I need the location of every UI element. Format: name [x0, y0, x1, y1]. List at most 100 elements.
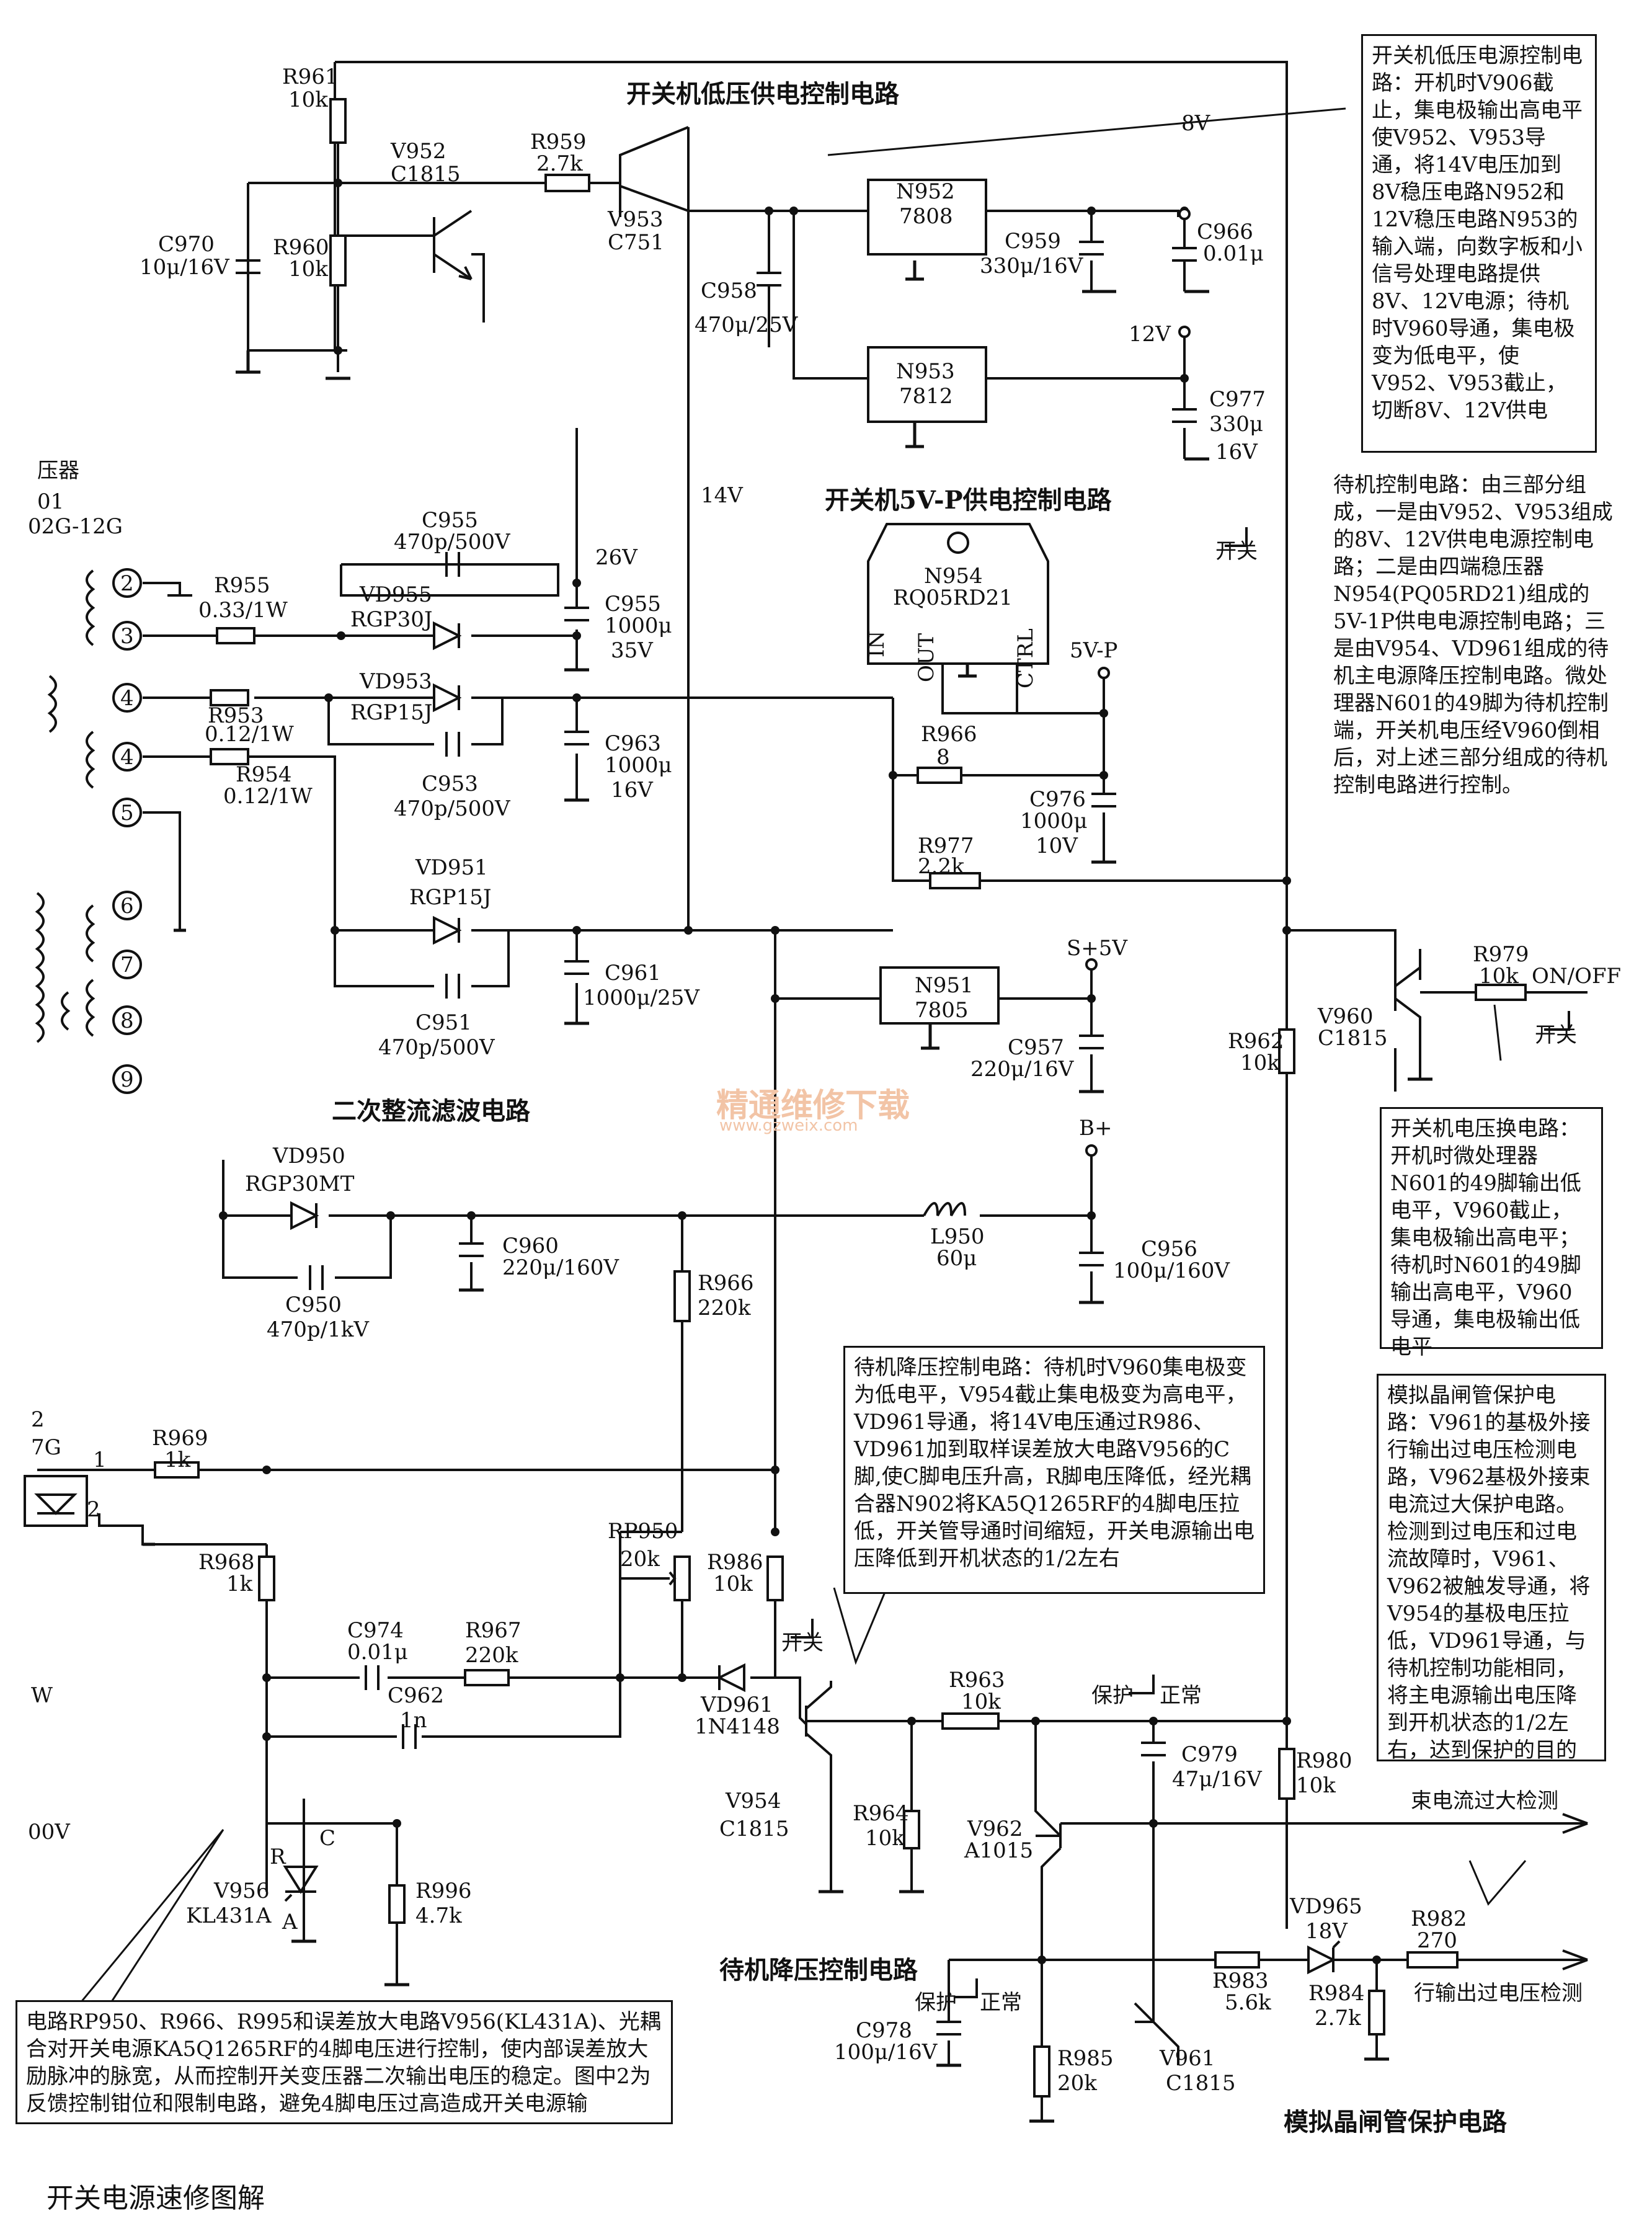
- label-left-d: 00V: [28, 1820, 71, 1844]
- label-v5p: 5V-P: [1070, 638, 1117, 663]
- terminals: [1085, 208, 1191, 1157]
- pin-number: 7: [120, 953, 134, 977]
- capacitor-c966: [1172, 247, 1197, 262]
- capacitor-c957: [1079, 1035, 1104, 1049]
- label-C959v: 330μ/16V: [980, 254, 1084, 278]
- diode-vd950: [290, 1201, 319, 1230]
- resistor-r954: [210, 748, 249, 765]
- resistor-r977: [929, 872, 981, 889]
- label-C978: C978: [856, 2018, 912, 2043]
- regulator-n952: [867, 179, 987, 256]
- label-C957: C957: [1008, 1035, 1064, 1060]
- capacitor-c978: [936, 2021, 961, 2036]
- capacitor-c950: [309, 1265, 324, 1290]
- resistor-r967: [464, 1669, 510, 1686]
- label-VD955t: RGP30J: [350, 607, 433, 632]
- label-C961v: 1000μ/25V: [583, 986, 700, 1010]
- pin-number: 9: [120, 1067, 134, 1092]
- label-R959v: 2.7k: [536, 151, 583, 176]
- resistor-r963: [941, 1712, 1000, 1730]
- resistor-r980: [1278, 1748, 1295, 1800]
- label-N954: N954: [924, 564, 983, 589]
- pin-number: 5: [120, 801, 134, 825]
- resistor-r968: [258, 1555, 275, 1601]
- label-V952t: C1815: [391, 162, 461, 187]
- label-V960: V960: [1317, 1004, 1373, 1029]
- pin-number: 4: [120, 686, 134, 711]
- label-zhengchang-1: 正常: [1160, 1683, 1202, 1708]
- note-bottom-left: 电路RP950、R966、R995和误差放大电路V956(KL431A)、光耦合…: [16, 2000, 673, 2124]
- footer-caption: 开关电源速修图解: [47, 2183, 265, 2214]
- label-R979: R979: [1473, 942, 1529, 967]
- capacitor-c955b: [564, 607, 589, 621]
- pin-number: 4: [120, 745, 134, 770]
- label-R967v: 220k: [465, 1643, 518, 1668]
- note-low-voltage: 开关机低压电源控制电路：开机时V906截止，集电极输出高电平使V952、V953…: [1361, 34, 1597, 453]
- label-V954t: C1815: [719, 1817, 789, 1841]
- label-R985: R985: [1057, 2046, 1114, 2071]
- label-R980v: 10k: [1296, 1773, 1336, 1798]
- note-scr: 模拟晶闸管保护电路：V961的基极外接行输出过电压检测电路，V962基极外接束电…: [1377, 1374, 1606, 1763]
- label-transformer-2: 01: [37, 489, 64, 514]
- label-kaiguan-3: 开关: [781, 1631, 824, 1655]
- label-C963v2: 16V: [611, 778, 654, 803]
- capacitor-c959: [1079, 241, 1104, 256]
- label-opto-pin2: 2: [87, 1497, 100, 1522]
- label-R977: R977: [918, 834, 974, 858]
- label-left-a: 2: [31, 1407, 45, 1432]
- label-V954: V954: [725, 1789, 781, 1813]
- label-zhengchang-2: 正常: [980, 1990, 1022, 2015]
- zener-vd965: [1307, 1940, 1341, 1975]
- label-R979v: 10k: [1479, 964, 1519, 989]
- label-C960v: 220μ/160V: [502, 1255, 620, 1280]
- label-C955a: C955: [422, 508, 478, 533]
- diode-vd961: [716, 1663, 745, 1693]
- label-C953v: 470p/500V: [394, 796, 511, 821]
- label-VD950: VD950: [272, 1144, 345, 1168]
- label-V956: V956: [213, 1879, 269, 1903]
- label-baohu-2: 保护: [915, 1990, 957, 2015]
- capacitor-c961: [564, 960, 589, 975]
- label-VD961t: 1N4148: [695, 1714, 780, 1739]
- label-C958: C958: [701, 278, 757, 303]
- callout-pointers: [76, 107, 1527, 2007]
- label-transformer-3: 02G-12G: [28, 514, 123, 539]
- label-R977v: 2.2k: [918, 854, 964, 879]
- title-rectifier: 二次整流滤波电路: [332, 1097, 531, 1126]
- label-VD953t: RGP15J: [350, 700, 433, 725]
- label-R962: R962: [1228, 1029, 1284, 1054]
- label-C978v: 100μ/16V: [834, 2040, 938, 2065]
- label-C953: C953: [422, 772, 478, 796]
- label-L950v: 60μ: [936, 1246, 977, 1271]
- capacitor-c958: [757, 272, 781, 287]
- label-C958v: 470μ/25V: [695, 313, 799, 337]
- label-C962v: 1n: [400, 1708, 427, 1733]
- transistor-v952: [433, 210, 473, 280]
- label-R986: R986: [707, 1550, 763, 1575]
- label-R955: R955: [214, 573, 270, 598]
- label-C977: C977: [1209, 387, 1266, 412]
- label-C974: C974: [347, 1618, 404, 1643]
- label-C951v: 470p/500V: [378, 1035, 495, 1060]
- label-N951: N951: [915, 973, 974, 998]
- potentiometer-rp950: [673, 1555, 691, 1601]
- label-RP950v: 20k: [620, 1547, 660, 1572]
- label-R960: R960: [273, 235, 329, 260]
- label-C957v: 220μ/16V: [970, 1057, 1075, 1082]
- watermark-cn: 精通维修下载: [716, 1087, 910, 1124]
- note-standby: 待机控制电路：由三部分组成，一是由V952、V953组成的8V、12V供电电源控…: [1333, 473, 1613, 798]
- capacitor-c956: [1079, 1252, 1104, 1266]
- pin-number: 6: [120, 894, 134, 919]
- label-R983v: 5.6k: [1225, 1990, 1271, 2015]
- diode-vd951: [433, 915, 462, 945]
- label-R969v: 1k: [164, 1448, 191, 1472]
- switch-symbol: [1225, 527, 1248, 547]
- note-switch-voltage: 开关机电压换电路：开机时微处理器N601的49脚输出低电平，V960截止，集电极…: [1380, 1107, 1603, 1359]
- capacitor-c962: [402, 1724, 417, 1749]
- label-C970v: 10μ/16V: [140, 255, 230, 280]
- resistor-r961: [329, 98, 347, 144]
- label-VD951: VD951: [415, 855, 488, 880]
- label-R985v: 20k: [1057, 2071, 1097, 2096]
- capacitor-c960: [459, 1242, 484, 1257]
- label-onoff: ON/OFF: [1532, 964, 1621, 989]
